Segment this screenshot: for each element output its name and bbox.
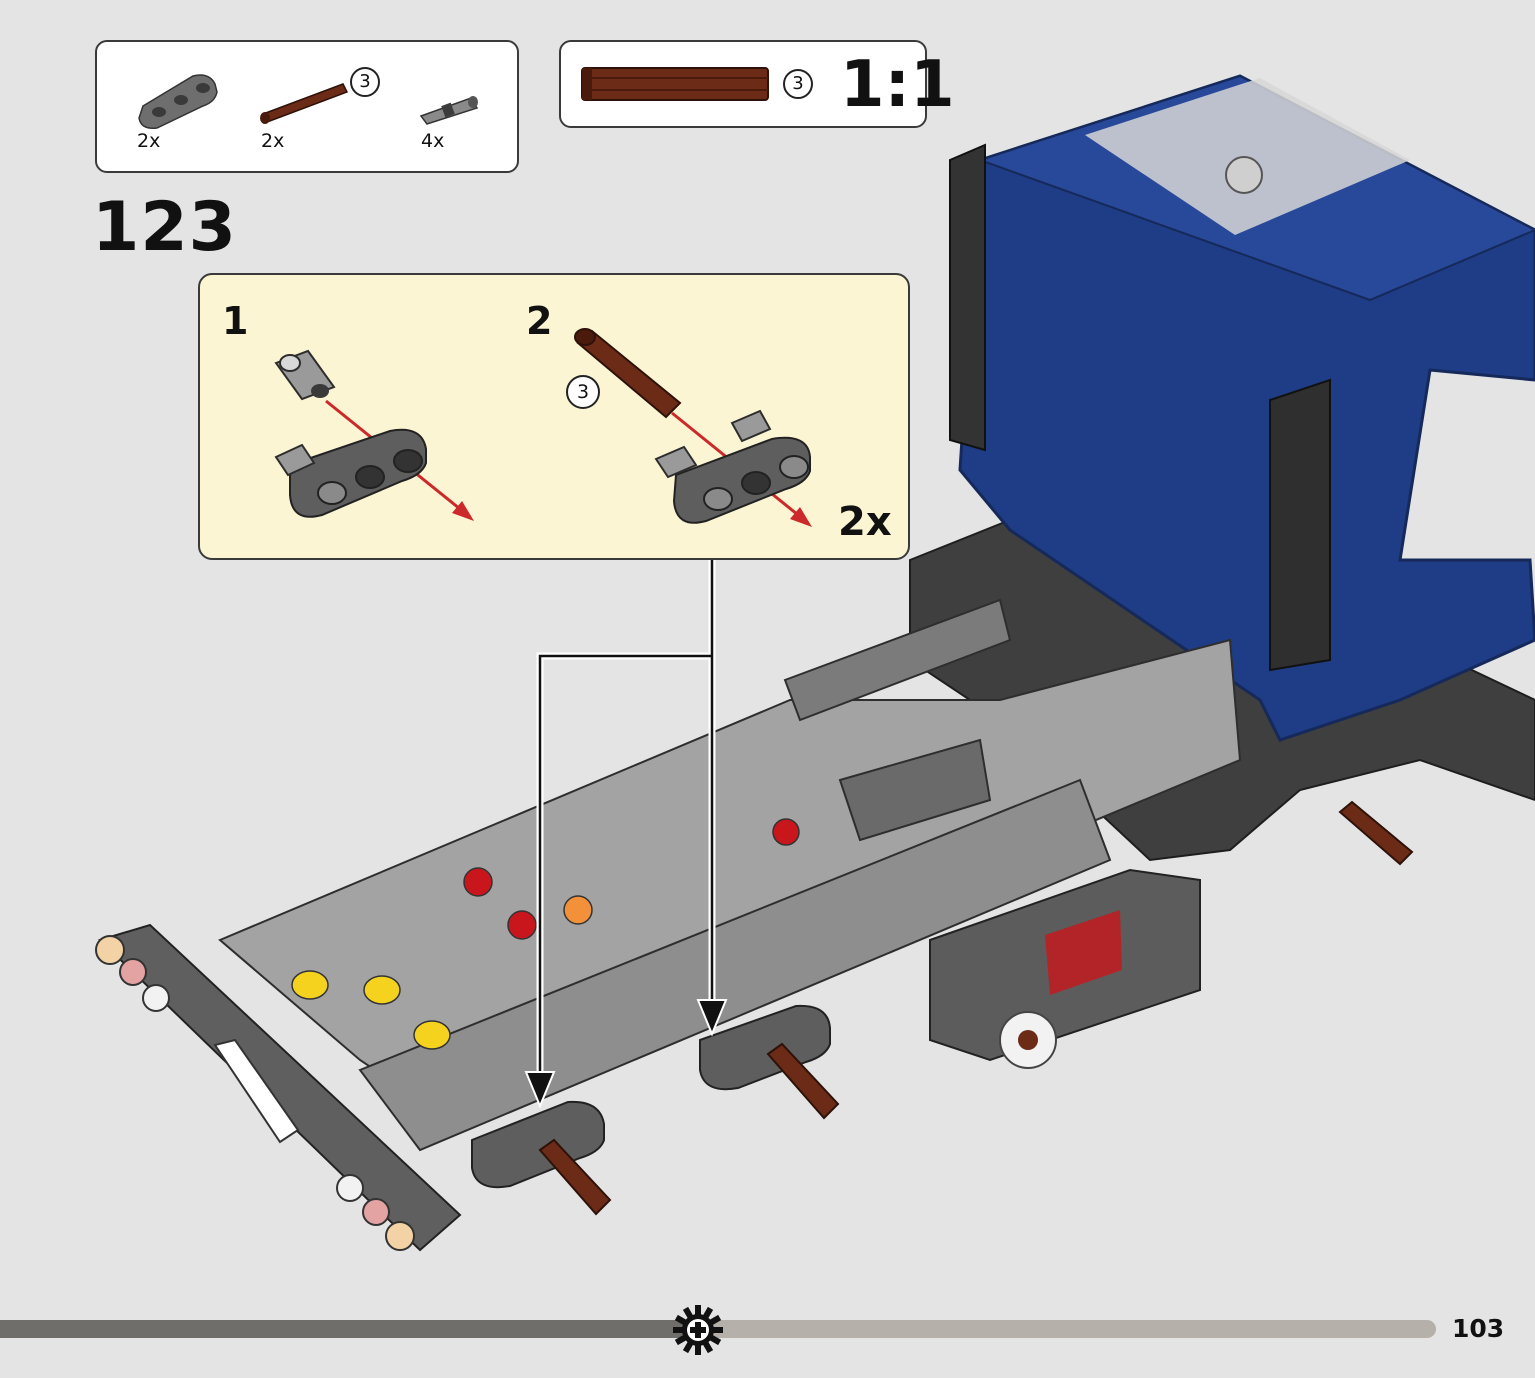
axle-scale-icon xyxy=(581,67,769,101)
substep-1-number: 1 xyxy=(222,299,249,343)
added-liftarm-left xyxy=(471,1100,612,1216)
liftarm-with-pin-icon xyxy=(654,409,811,524)
parts-list-box: 2x 3 2x 4x xyxy=(95,40,519,173)
rear-bumper xyxy=(95,923,462,1252)
liftarm-quantity: 2x xyxy=(137,130,161,152)
axle-pin-part-icon xyxy=(419,96,479,125)
scale-length-marker: 3 xyxy=(783,69,813,99)
added-liftarm-right xyxy=(699,1004,840,1120)
substep-2-illustration xyxy=(574,328,812,527)
progress-bar-fill xyxy=(0,1320,698,1338)
step-number: 123 xyxy=(92,188,237,267)
existing-axle xyxy=(1338,800,1414,866)
scale-ratio: 1:1 xyxy=(840,48,955,122)
axle-quantity: 2x xyxy=(261,130,285,152)
axle-icon xyxy=(574,328,682,419)
truck-model-illustration xyxy=(95,74,1535,1252)
page-number: 103 xyxy=(1452,1314,1505,1343)
gear-icon xyxy=(673,1305,723,1355)
axle-length-marker: 3 xyxy=(350,67,380,97)
axle-part-icon xyxy=(260,83,349,124)
truck-cab xyxy=(949,74,1535,742)
front-logo-plate xyxy=(929,868,1201,1069)
step-multiplier: 2x xyxy=(838,499,892,545)
liftarm-part-icon xyxy=(138,74,218,130)
liftarm-icon xyxy=(274,428,427,518)
substep-2-length-marker: 3 xyxy=(566,375,600,409)
axle-pin-icon xyxy=(274,349,336,401)
axle-pin-quantity: 4x xyxy=(421,130,445,152)
substep-1-illustration xyxy=(274,349,474,521)
substep-2-number: 2 xyxy=(526,299,553,343)
chassis-frame xyxy=(218,598,1242,1152)
